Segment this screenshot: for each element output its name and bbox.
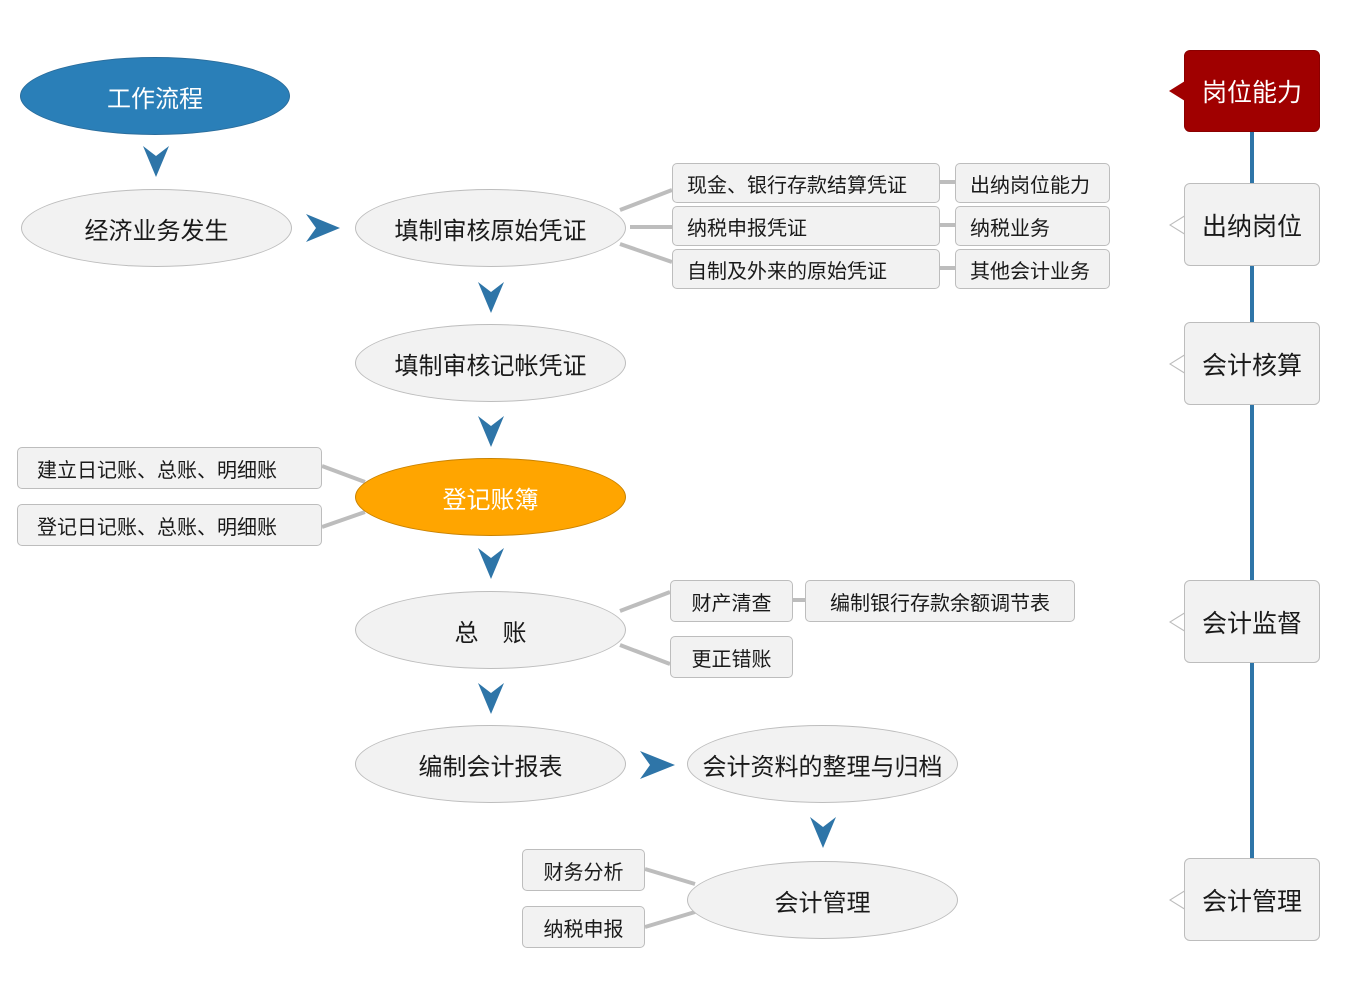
step-general-ledger: 总 账: [355, 591, 626, 669]
connector-line: [619, 242, 673, 264]
callout-pointer-icon: [1169, 81, 1185, 101]
abilities-header: 岗位能力: [1169, 50, 1320, 132]
branch-label: 现金、银行存款结算凭证: [687, 172, 907, 197]
branch-label: 登记日记账、总账、明细账: [37, 514, 277, 539]
voucher-branch-item: 自制及外来的原始凭证: [672, 249, 940, 289]
branch-label: 建立日记账、总账、明细账: [37, 457, 277, 482]
management-branch-item: 纳税申报: [522, 906, 645, 948]
abilities-header-label: 岗位能力: [1201, 78, 1302, 107]
step-label: 经济业务发生: [84, 216, 229, 245]
connector-line: [321, 464, 366, 484]
ability-label: 出纳岗位能力: [970, 172, 1090, 197]
arrow-down-icon: [478, 282, 504, 313]
callout-pointer-icon: [1169, 889, 1185, 910]
step-original-vouchers: 填制审核原始凭证: [355, 189, 626, 267]
callout-pointer-icon: [1169, 611, 1185, 632]
ability-label: 其他会计业务: [970, 258, 1090, 283]
ability-item-supervision: 会计监督: [1169, 580, 1320, 663]
voucher-ability-item: 其他会计业务: [955, 249, 1110, 289]
ability-item-label: 出纳岗位: [1201, 211, 1302, 241]
ledger-branch-reconciliation: 编制银行存款余额调节表: [805, 580, 1075, 622]
branch-label: 纳税申报凭证: [687, 215, 807, 240]
voucher-ability-item: 出纳岗位能力: [955, 163, 1110, 203]
arrow-right-icon: [640, 751, 675, 779]
ability-item-label: 会计监督: [1201, 608, 1302, 638]
books-branch-item: 登记日记账、总账、明细账: [17, 504, 322, 546]
connector-line: [644, 910, 696, 929]
ledger-branch-correction: 更正错账: [670, 636, 793, 678]
step-label: 会计资料的整理与归档: [702, 752, 943, 781]
step-accounting-management: 会计管理: [687, 861, 958, 939]
step-register-books: 登记账簿: [355, 458, 626, 536]
workflow-start-node: 工作流程: [20, 57, 290, 135]
branch-label: 纳税申报: [543, 916, 624, 941]
callout-pointer-icon: [1169, 353, 1185, 374]
ledger-branch-inventory: 财产清查: [670, 580, 793, 622]
voucher-ability-item: 纳税业务: [955, 206, 1110, 246]
branch-label: 编制银行存款余额调节表: [830, 590, 1050, 615]
arrow-down-icon: [478, 416, 504, 447]
callout-pointer-icon: [1169, 214, 1185, 235]
abilities-timeline-line: [1250, 130, 1254, 860]
arrow-down-icon: [810, 817, 836, 848]
ability-item-label: 会计管理: [1201, 886, 1302, 916]
ability-item-label: 会计核算: [1201, 350, 1302, 380]
books-branch-item: 建立日记账、总账、明细账: [17, 447, 322, 489]
ability-item-management: 会计管理: [1169, 858, 1320, 941]
management-branch-item: 财务分析: [522, 849, 645, 891]
ability-label: 纳税业务: [970, 215, 1050, 240]
branch-label: 财产清查: [691, 590, 772, 615]
step-archive-records: 会计资料的整理与归档: [687, 725, 958, 803]
connector-line: [619, 188, 673, 212]
step-label: 总 账: [454, 618, 527, 647]
voucher-branch-item: 纳税申报凭证: [672, 206, 940, 246]
branch-label: 更正错账: [691, 646, 772, 671]
ability-item-accounting: 会计核算: [1169, 322, 1320, 405]
workflow-start-label: 工作流程: [107, 84, 203, 113]
step-label: 登记账簿: [442, 485, 539, 514]
step-financial-statements: 编制会计报表: [355, 725, 626, 803]
arrow-right-icon: [306, 214, 340, 242]
step-label: 填制审核记帐凭证: [394, 351, 587, 380]
step-label: 填制审核原始凭证: [394, 216, 587, 245]
ability-item-cashier: 出纳岗位: [1169, 183, 1320, 266]
connector-line: [321, 510, 366, 529]
step-label: 会计管理: [774, 888, 871, 917]
step-label: 编制会计报表: [418, 752, 563, 781]
arrow-down-icon: [478, 548, 504, 579]
branch-label: 自制及外来的原始凭证: [687, 258, 887, 283]
voucher-branch-item: 现金、银行存款结算凭证: [672, 163, 940, 203]
step-bookkeeping-vouchers: 填制审核记帐凭证: [355, 324, 626, 402]
arrow-down-icon: [478, 683, 504, 714]
connector-line: [644, 867, 696, 886]
connector-line: [619, 590, 671, 613]
arrow-down-icon: [143, 146, 169, 177]
connector-line: [619, 643, 671, 666]
branch-label: 财务分析: [543, 859, 624, 884]
step-economic-business: 经济业务发生: [21, 189, 292, 267]
